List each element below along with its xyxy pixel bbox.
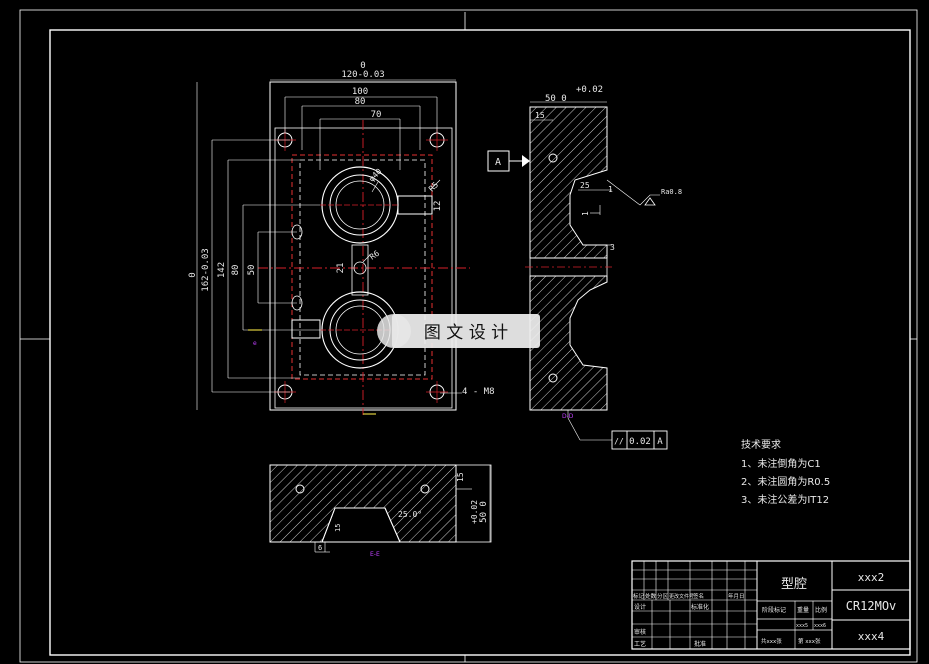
- row-label-sign: 签名: [693, 592, 704, 600]
- side-dim-tol: +0.02: [576, 85, 603, 95]
- tech-item-2: 2、未注圆角为R0.5: [741, 475, 830, 488]
- tech-title: 技术要求: [741, 438, 781, 451]
- dim-142: 142: [217, 262, 227, 278]
- material: CR12MOv: [846, 599, 897, 613]
- side-dim-1b: 1: [581, 211, 590, 216]
- section-label-ee: E-E: [370, 551, 380, 558]
- section-label-dd: D-D: [562, 413, 574, 420]
- dim-70: 70: [371, 110, 382, 120]
- part-name: 型腔: [781, 577, 807, 592]
- dim-120: 120-0.03: [341, 70, 384, 80]
- dim-50: 50: [247, 265, 257, 276]
- scale-value: xxx6: [814, 623, 826, 629]
- sheet-number: 第 xxx张: [798, 637, 821, 645]
- inner-border: [49, 29, 911, 656]
- row-label-date: 年月日: [728, 592, 745, 600]
- dim-162-zero: 0: [188, 272, 198, 277]
- row-label-change: 更改文件号: [669, 593, 694, 600]
- tolerance-value: 0.02: [629, 437, 651, 447]
- row-label-count: 处数: [645, 592, 657, 600]
- designer-label: 设计: [634, 603, 646, 611]
- roughness-ra: Ra0.8: [661, 188, 682, 196]
- standardized-label: 标准化: [691, 603, 709, 611]
- stage-mark-label: 阶段标记: [762, 606, 786, 614]
- tolerance-datum: A: [657, 437, 663, 447]
- dim-80: 80: [355, 97, 366, 107]
- dim-r6: R6: [368, 249, 381, 262]
- dim-80-vertical: 80: [231, 265, 241, 276]
- tech-requirements: 技术要求 1、未注倒角为C1 2、未注圆角为R0.5 3、未注公差为IT12: [741, 438, 830, 506]
- approved-label: 批准: [694, 640, 706, 648]
- bottom-dim-angle: 25.0°: [398, 510, 422, 519]
- front-view: 0 120-0.03 100 80 70 0 162-0.03 142 80 5…: [188, 61, 495, 415]
- side-dim-3: 3: [610, 243, 615, 252]
- bottom-dim-15b: 15: [334, 524, 342, 532]
- watermark: 图 文 设 计: [377, 314, 540, 348]
- section-mark-e: e: [253, 340, 257, 347]
- code-top: xxx2: [858, 571, 885, 584]
- bottom-dim-tol: +0.02: [470, 500, 479, 524]
- review-label: 审核: [634, 628, 646, 636]
- row-label-mark: 标记: [633, 592, 645, 600]
- bottom-dim-50: 50 0: [479, 501, 489, 523]
- bottom-dim-15: 15: [456, 472, 465, 482]
- side-dim-15: 15: [535, 111, 545, 120]
- dim-100: 100: [352, 87, 368, 97]
- weight-value: xxx5: [796, 623, 808, 629]
- title-block-text: 型腔 xxx2 CR12MOv xxx4 标记 处数 分区 更改文件号 签名 年…: [633, 571, 896, 648]
- tech-item-3: 3、未注公差为IT12: [741, 493, 829, 506]
- side-dim-1a: 1: [608, 185, 613, 194]
- code-bottom: xxx4: [858, 630, 885, 643]
- watermark-text: 图 文 设 计: [424, 323, 508, 343]
- side-dim-50: 50 0: [545, 94, 567, 104]
- process-label: 工艺: [634, 640, 646, 648]
- dim-162: 162-0.03: [201, 248, 211, 291]
- tolerance-parallel: //: [614, 437, 624, 446]
- scale-label: 比例: [815, 606, 827, 614]
- side-section-view: +0.02 50 0 15 25 1 1 3 Ra0.8 A // 0.02 A…: [487, 85, 682, 450]
- sheets-total: 共xxx张: [761, 637, 782, 645]
- side-dim-25: 25: [580, 181, 590, 190]
- bottom-dim-6: 6: [318, 544, 322, 552]
- dim-r5: R5: [427, 180, 440, 193]
- dim-phi40: φ40: [367, 167, 384, 184]
- title-block: [631, 560, 911, 650]
- tech-item-1: 1、未注倒角为C1: [741, 457, 821, 470]
- weight-label: 重量: [797, 606, 809, 614]
- dim-21: 21: [336, 263, 346, 274]
- datum-a: A: [495, 157, 501, 168]
- bottom-section-view: 15 +0.02 50 0 25.0° 15 6 E-E: [269, 464, 492, 558]
- dim-12: 12: [433, 201, 443, 212]
- dim-120-zero: 0: [360, 61, 365, 71]
- holes-note: 4 - M8: [462, 387, 495, 397]
- row-label-zone: 分区: [657, 592, 669, 600]
- outer-border: [19, 9, 918, 663]
